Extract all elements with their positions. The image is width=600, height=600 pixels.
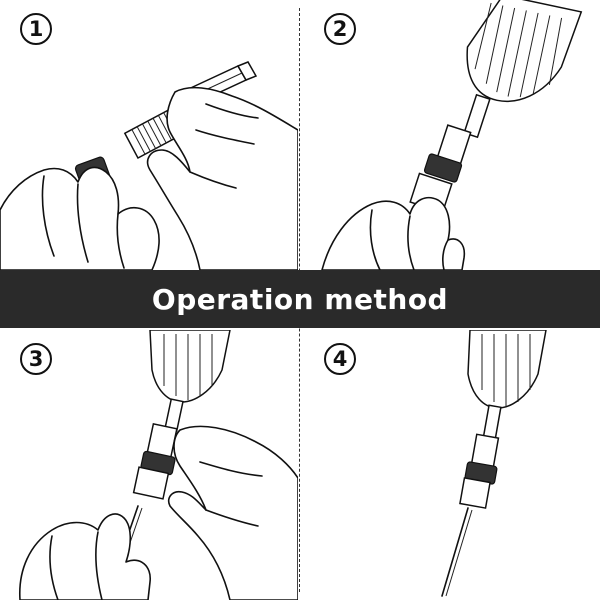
step-number-badge: 2 xyxy=(324,13,356,45)
hand-gripping-icon xyxy=(321,196,466,270)
page-title: Operation method xyxy=(151,282,449,316)
step-4-panel: 4 xyxy=(302,330,600,600)
drill-chuck-icon xyxy=(466,0,583,102)
drill-with-bit-mounted-illustration xyxy=(441,330,547,597)
step-3-panel: 3 xyxy=(0,330,298,600)
adapter-icon xyxy=(132,422,178,500)
drill-bit-icon xyxy=(441,507,473,597)
right-hand-icon xyxy=(146,86,298,270)
step-1-panel: 1 xyxy=(0,0,298,270)
drill-chuck-with-adapter-illustration xyxy=(321,0,583,270)
step-number-badge: 1 xyxy=(20,13,52,45)
step-number-badge: 3 xyxy=(20,343,52,375)
title-band: Operation method xyxy=(0,270,600,328)
hands-inserting-drill-bit-illustration xyxy=(19,330,298,600)
hands-inserting-bit-illustration xyxy=(0,61,298,270)
adapter-icon xyxy=(459,433,500,509)
step-number-badge: 4 xyxy=(324,343,356,375)
step-2-panel: 2 xyxy=(302,0,600,270)
adapter-icon xyxy=(409,124,472,214)
right-hand-icon xyxy=(167,425,298,600)
left-hand-icon xyxy=(0,166,160,270)
drill-chuck-icon xyxy=(467,330,547,409)
drill-chuck-icon xyxy=(149,330,231,403)
